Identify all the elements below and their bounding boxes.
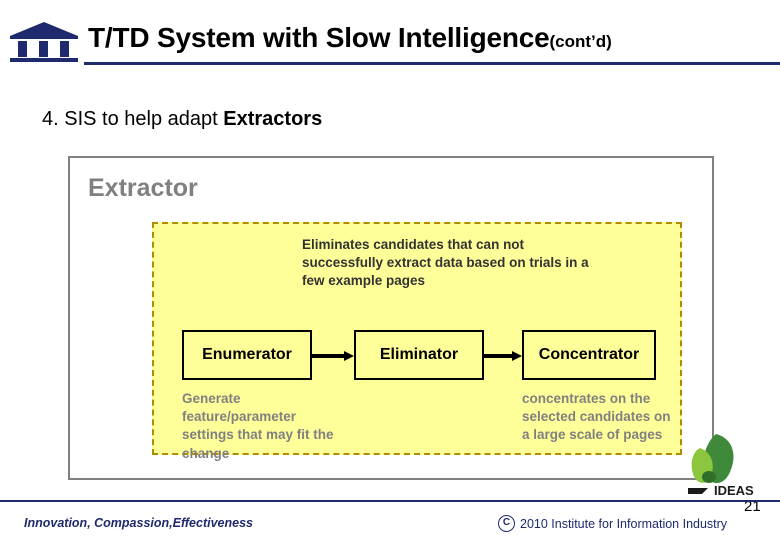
footer-tagline: Innovation, Compassion,Effectiveness	[24, 516, 253, 530]
ideas-leaf-logo-icon: IDEAS	[688, 434, 754, 498]
extractor-heading: Extractor	[88, 174, 198, 202]
svg-text:IDEAS: IDEAS	[714, 483, 754, 498]
page-number: 21	[744, 498, 761, 515]
extractor-diagram: Eliminates candidates that can not succe…	[152, 222, 682, 461]
process-box-eliminator[interactable]: Eliminator	[354, 330, 484, 380]
footer-copyright: C 2010 Institute for Information Industr…	[498, 515, 727, 532]
bullet-line: 4. SIS to help adapt Extractors	[42, 108, 322, 131]
arrow-enumerator-to-eliminator-icon	[312, 351, 354, 361]
copyright-icon: C	[498, 515, 515, 532]
process-box-concentrator[interactable]: Concentrator	[522, 330, 656, 380]
footer-divider	[0, 500, 780, 502]
page-title-text: T/TD System with Slow Intelligence	[88, 22, 550, 53]
bullet-number: 4.	[42, 108, 65, 130]
extractor-panel: Extractor Eliminates candidates that can…	[68, 156, 714, 480]
page-title: T/TD System with Slow Intelligence(cont’…	[88, 22, 780, 54]
arrow-eliminator-to-concentrator-icon	[484, 351, 522, 361]
diagram-note-right: concentrates on the selected candidates …	[522, 391, 671, 443]
diagram-note-left: Generate feature/parameter settings that…	[182, 391, 334, 461]
process-box-enumerator[interactable]: Enumerator	[182, 330, 312, 380]
institute-building-logo-icon	[10, 22, 78, 62]
page-title-suffix: (cont’d)	[549, 32, 612, 51]
bullet-emphasis: Extractors	[223, 108, 323, 130]
slide-header: T/TD System with Slow Intelligence(cont’…	[0, 0, 780, 68]
footer-copyright-text: 2010 Institute for Information Industry	[520, 516, 728, 531]
header-divider	[84, 62, 780, 65]
bullet-text: SIS to help adapt	[64, 108, 224, 130]
diagram-top-note: Eliminates candidates that can not succe…	[302, 237, 589, 289]
